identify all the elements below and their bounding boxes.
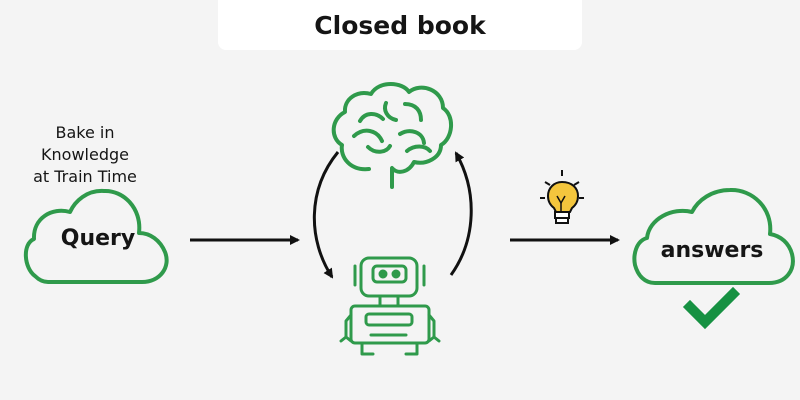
title-banner: Closed book [218,0,582,50]
robot-icon [339,256,441,356]
diagram-title: Closed book [314,10,486,40]
answers-cloud-icon [632,187,795,285]
brain-icon [331,82,453,189]
arrow-icon [312,151,340,279]
checkmark-icon [682,286,741,330]
query-cloud-icon [23,188,169,284]
lightbulb-icon [540,170,584,224]
query-node-label: Query [60,226,136,251]
annotation-line-1: Bake in Knowledge [41,123,129,164]
annotation-line-2: at Train Time [33,167,137,186]
train-time-annotation: Bake in Knowledge at Train Time [14,122,156,188]
arrow-icon [449,151,473,276]
answers-node-label: answers [660,238,764,263]
